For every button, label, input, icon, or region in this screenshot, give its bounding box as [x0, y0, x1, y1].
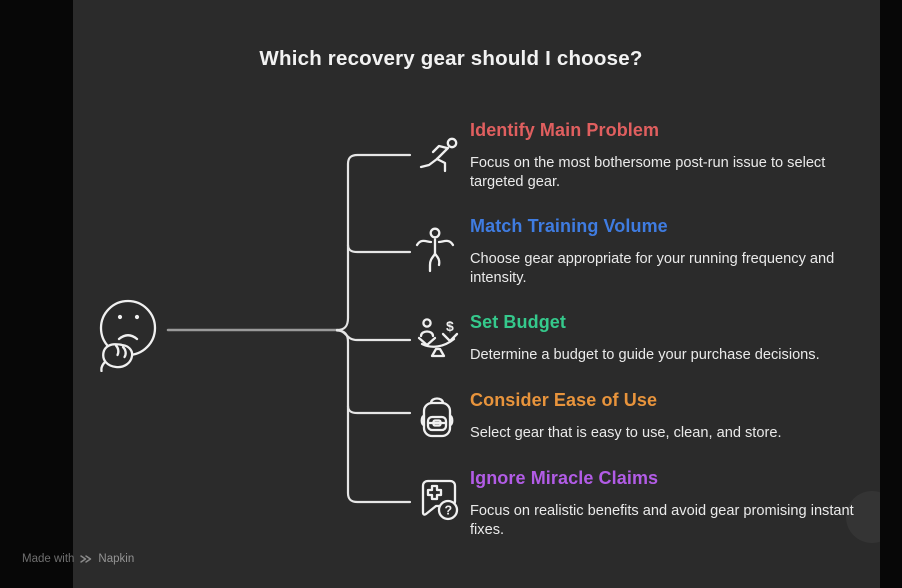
branch-label-match-training-volume: Match Training Volume	[470, 216, 668, 236]
claims-bubble-icon: ?	[421, 479, 459, 521]
branch-label-identify-main-problem: Identify Main Problem	[470, 120, 660, 140]
napkin-logo-icon	[80, 555, 92, 563]
page-title: Which recovery gear should I choose?	[259, 47, 643, 70]
branch-label-set-budget: Set Budget	[470, 312, 567, 332]
napkin-watermark[interactable]: Made with Napkin	[22, 552, 134, 566]
branch-description: Focus on the most bothersome post-run is…	[470, 155, 826, 190]
branch-description: Determine a budget to guide your purchas…	[470, 347, 820, 363]
branch-label-ignore-miracle-claims: Ignore Miracle Claims	[470, 468, 659, 488]
runner-icon	[419, 137, 458, 173]
question-glyph: ?	[445, 504, 453, 518]
branch-description: Select gear that is easy to use, clean, …	[470, 425, 782, 441]
dollar-glyph: $	[446, 318, 454, 334]
budget-balance-icon: $	[417, 318, 459, 358]
backpack-icon	[420, 397, 454, 438]
branch-description: Focus on realistic benefits and avoid ge…	[470, 503, 854, 538]
thinking-face-icon	[99, 299, 157, 372]
watermark-brand: Napkin	[98, 553, 135, 565]
left-black-strip	[0, 0, 73, 588]
watermark-prefix: Made with	[22, 553, 75, 565]
branch-description: Choose gear appropriate for your running…	[470, 251, 835, 286]
celebrating-runner-icon	[415, 227, 455, 273]
right-black-strip	[880, 0, 902, 588]
branch-label-consider-ease-of-use: Consider Ease of Use	[470, 390, 658, 410]
